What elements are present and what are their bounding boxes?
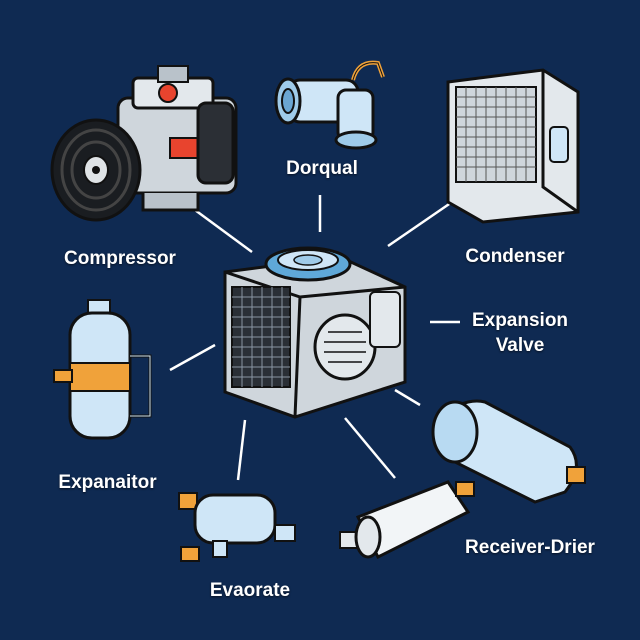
expansion-valve-label: Expansion Valve [471,310,569,356]
receiver-drier-label: Receiver-Drier [465,537,595,558]
connector-compressor [194,208,253,254]
compressor-icon [50,65,238,222]
inline-filter-icon [178,492,296,562]
condenser-unit-icon [446,68,580,224]
receiver-drier-tank-icon [431,399,586,504]
hvac-unit-icon [223,246,407,419]
evaporate-label: Evaorate [209,580,291,601]
connector-condenser [387,198,456,248]
filter-cylinder-icon [339,480,475,560]
connector-expanaitor [169,343,216,372]
connector-white-cylinder [344,417,396,479]
top-part-label: Dorqual [286,158,358,179]
elbow-valve-icon [274,60,385,150]
connector-receiver-drier [394,388,421,407]
connector-evaporate [236,419,247,481]
condenser-label: Condenser [465,246,565,267]
accumulator-tank-icon [53,299,152,440]
compressor-label: Compressor [64,248,176,269]
expanaitor-label: Expanaitor [58,472,157,493]
